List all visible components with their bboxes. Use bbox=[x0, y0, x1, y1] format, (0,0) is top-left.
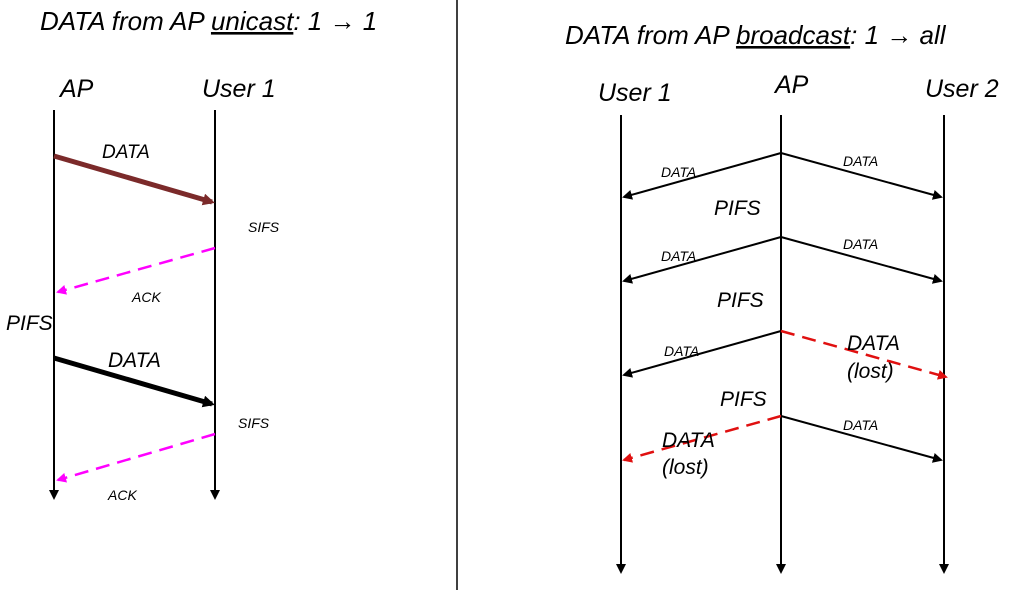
broadcast-r2-right-label: DATA bbox=[843, 236, 878, 252]
broadcast-pifs1-label: PIFS bbox=[714, 197, 761, 220]
broadcast-pifs3-label: PIFS bbox=[720, 388, 767, 411]
unicast-pifs-label: PIFS bbox=[6, 312, 53, 335]
broadcast-r2-right-arrow bbox=[780, 236, 943, 284]
unicast-title: DATA from AP unicast: 1 → 1 bbox=[40, 6, 377, 36]
unicast-sifs1-label: SIFS bbox=[248, 219, 280, 235]
unicast-data2-label: DATA bbox=[108, 349, 161, 372]
broadcast-r1-left-label: DATA bbox=[661, 164, 696, 180]
broadcast-r4-lost-label: (lost) bbox=[662, 456, 709, 479]
broadcast-r3-right-lost-arrow bbox=[780, 329, 948, 380]
broadcast-r4-left-lost-arrow bbox=[622, 414, 782, 463]
broadcast-title: DATA from AP broadcast: 1 → all bbox=[565, 20, 947, 50]
broadcast-actor-user2: User 2 bbox=[925, 75, 999, 103]
unicast-data2-arrow bbox=[53, 355, 215, 408]
unicast-ack1-label: ACK bbox=[131, 289, 161, 305]
broadcast-r1-left-arrow bbox=[622, 152, 782, 200]
unicast-actor-user1: User 1 bbox=[202, 75, 276, 103]
unicast-actor-ap: AP bbox=[58, 75, 94, 103]
broadcast-panel: DATA from AP broadcast: 1 → all User 1 A… bbox=[565, 20, 999, 574]
unicast-ack2-arrow bbox=[56, 432, 216, 483]
broadcast-r1-right-label: DATA bbox=[843, 153, 878, 169]
unicast-data1-label: DATA bbox=[102, 142, 150, 163]
unicast-sifs2-label: SIFS bbox=[238, 415, 270, 431]
broadcast-actor-ap: AP bbox=[773, 71, 809, 99]
unicast-panel: DATA from AP unicast: 1 → 1 AP User 1 DA… bbox=[6, 6, 377, 503]
unicast-ack2-label: ACK bbox=[107, 487, 137, 503]
broadcast-r3-left-arrow bbox=[622, 330, 782, 378]
broadcast-r2-left-arrow bbox=[622, 236, 782, 284]
broadcast-r1-right-arrow bbox=[780, 152, 943, 200]
broadcast-r4-right-label: DATA bbox=[843, 417, 878, 433]
unicast-data1-arrow bbox=[53, 153, 215, 206]
broadcast-r4-left-label: DATA bbox=[662, 429, 715, 452]
broadcast-r3-lost-label: (lost) bbox=[847, 360, 894, 383]
broadcast-r3-left-label: DATA bbox=[664, 343, 699, 359]
broadcast-actor-user1: User 1 bbox=[598, 79, 672, 107]
broadcast-r3-right-label: DATA bbox=[847, 332, 900, 355]
broadcast-r4-right-arrow bbox=[780, 415, 943, 463]
broadcast-pifs2-label: PIFS bbox=[717, 289, 764, 312]
broadcast-r2-left-label: DATA bbox=[661, 248, 696, 264]
unicast-ack1-arrow bbox=[56, 246, 216, 295]
